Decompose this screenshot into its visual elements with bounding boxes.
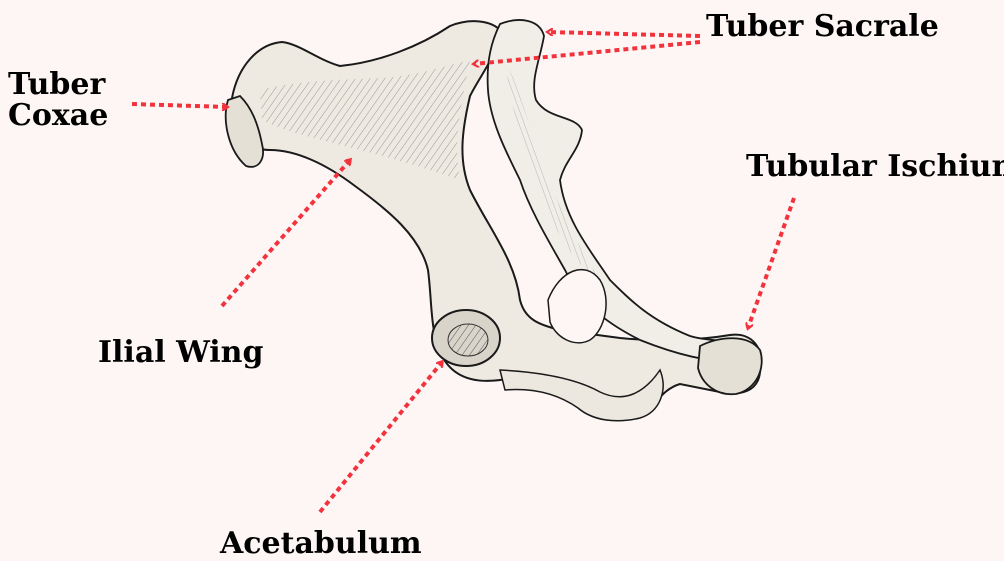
pelvis-bone-illustration [226, 20, 762, 421]
acetabulum-inner [448, 324, 488, 356]
arrow-acetabulum [320, 362, 442, 512]
arrow-tuber-sacrale-upper [548, 32, 700, 36]
arrow-ilial-wing [222, 160, 350, 306]
obturator-foramen [548, 270, 606, 343]
arrow-tubular-ischium [748, 198, 794, 328]
tuber-coxae-label: Tuber Coxae [8, 69, 108, 131]
tuber-coxae-label-line1: Tuber [8, 69, 108, 100]
arrow-tuber-coxae [132, 104, 227, 107]
tuber-sacrale-label: Tuber Sacrale [706, 11, 939, 42]
tubular-ischium-end [698, 338, 762, 394]
ilial-wing-label: Ilial Wing [98, 337, 263, 368]
tuber-coxae-label-line2: Coxae [8, 100, 108, 131]
acetabulum-label: Acetabulum [220, 528, 422, 559]
ischium-shaft-shape [488, 20, 748, 362]
tubular-ischium-label: Tubular Ischium [746, 151, 1004, 182]
